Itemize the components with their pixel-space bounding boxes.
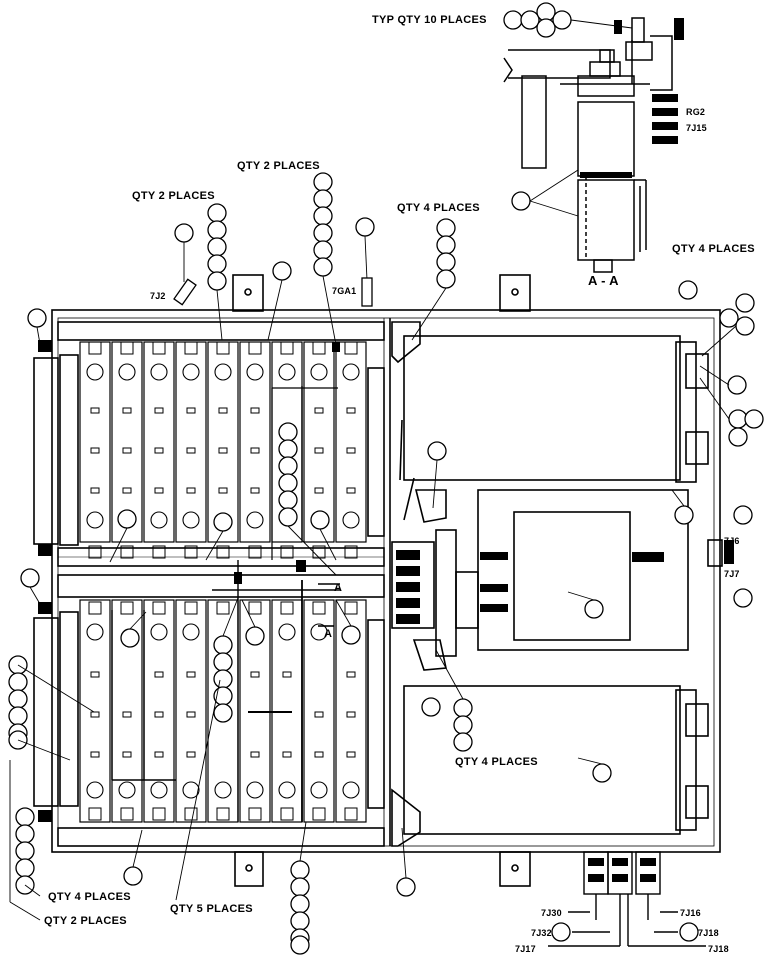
chassis-outline [33, 274, 723, 887]
callout-qty5-bottom: QTY 5 PLACES [170, 903, 253, 915]
ref-rg2: RG2 [686, 107, 706, 117]
callout-qty2-left: QTY 2 PLACES [132, 190, 215, 202]
callout-qty2-bottom: QTY 2 PLACES [44, 915, 127, 927]
hardware-studs [173, 277, 373, 307]
callout-qty4-mid: QTY 4 PLACES [455, 756, 538, 768]
cable-shroud [580, 18, 684, 178]
leader-lines [9, 19, 737, 921]
callout-qty4-right: QTY 4 PLACES [672, 243, 755, 255]
item-balloons [8, 2, 764, 955]
bottom-connectors [548, 851, 706, 947]
callout-typ-qty-10: TYP QTY 10 PLACES [372, 14, 487, 26]
callout-qty4-bottom: QTY 4 PLACES [48, 891, 131, 903]
ref-7j18: 7J18 [698, 928, 719, 938]
section-cut-mark-lower: A [324, 628, 333, 640]
ref-7j2: 7J2 [150, 291, 166, 301]
ref-7j16: 7J16 [680, 908, 701, 918]
ref-7j17: 7J17 [515, 944, 536, 954]
section-view-a-a [503, 17, 673, 273]
callout-qty4-top: QTY 4 PLACES [397, 202, 480, 214]
section-view-title: A - A [588, 273, 619, 288]
ref-7j15: 7J15 [686, 123, 707, 133]
section-cut-mark-upper: A [334, 582, 343, 594]
terminal-stack [38, 340, 734, 882]
ref-7ga1: 7GA1 [332, 286, 357, 296]
ref-7j30: 7J30 [541, 908, 562, 918]
callout-qty2-top: QTY 2 PLACES [237, 160, 320, 172]
ref-7j32: 7J32 [531, 928, 552, 938]
ref-7j18-lower: 7J18 [708, 944, 729, 954]
ref-7j7: 7J7 [724, 569, 740, 579]
ref-7j6: 7J6 [724, 536, 740, 546]
